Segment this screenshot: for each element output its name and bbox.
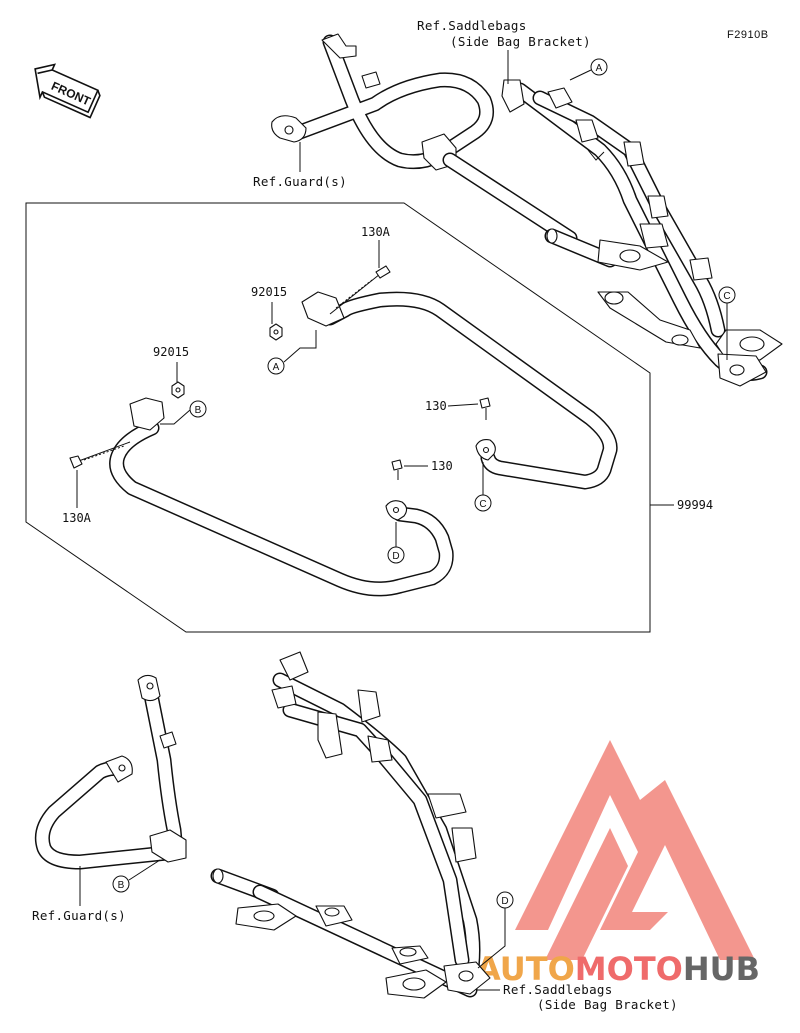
bottom-callout-d: D — [477, 891, 514, 969]
kit-bracket-a — [301, 291, 345, 327]
logo-text-moto: MOTO — [575, 950, 683, 988]
kit-callout-a: A — [267, 330, 317, 375]
bottom-guard-assembly — [34, 651, 491, 999]
top-callout-a: A — [569, 58, 608, 81]
label-130-right: 130 — [425, 399, 447, 413]
kit-bracket-b — [129, 397, 165, 431]
label-130a-top: 130A — [361, 225, 391, 239]
svg-text:A: A — [273, 362, 280, 373]
bottom-ref-side-bag-bracket-label: (Side Bag Bracket) — [537, 997, 678, 1012]
bottom-callout-b: B — [112, 859, 161, 893]
svg-text:C: C — [723, 291, 730, 302]
bolt-130a-top-icon — [329, 265, 391, 315]
svg-text:C: C — [479, 499, 486, 510]
bolt-130a-left-icon — [69, 441, 131, 469]
top-callout-c: C — [718, 286, 736, 360]
automotohub-logo: AUTOMOTOHUB — [476, 740, 760, 988]
top-guard-assembly — [271, 33, 783, 387]
label-130a-left: 130A — [62, 511, 92, 525]
figure-code: F2910B — [727, 29, 769, 41]
front-direction-icon: FRONT — [34, 63, 101, 119]
svg-text:D: D — [392, 551, 399, 562]
kit-callout-b: B — [160, 400, 207, 425]
bottom-ref-guards-label: Ref.Guard(s) — [32, 908, 126, 923]
label-130-mid: 130 — [431, 459, 453, 473]
top-ref-saddlebags-label: Ref.Saddlebags — [417, 18, 527, 33]
svg-text:A: A — [596, 63, 603, 74]
label-92015-left: 92015 — [153, 345, 189, 359]
logo-triangle-outline — [545, 828, 628, 960]
kit-callout-c: C — [474, 462, 492, 512]
top-ref-side-bag-bracket-label: (Side Bag Bracket) — [450, 34, 591, 49]
nut-92015-top-icon — [269, 323, 283, 341]
svg-text:B: B — [118, 880, 125, 891]
logo-triangle-mark — [515, 740, 755, 960]
bottom-ref-saddlebags-label: Ref.Saddlebags — [503, 982, 613, 997]
logo-text-hub: HUB — [683, 950, 760, 988]
bolt-130-mid-icon — [391, 459, 403, 480]
part-number-99994: 99994 — [677, 498, 713, 512]
svg-text:D: D — [501, 896, 508, 907]
kit-guard-bar — [109, 291, 618, 597]
top-ref-guards-label: Ref.Guard(s) — [253, 174, 347, 189]
kit-boundary — [25, 202, 651, 633]
label-92015-top: 92015 — [251, 285, 287, 299]
nut-92015-left-icon — [171, 381, 185, 399]
bolt-130-right-icon — [479, 397, 491, 420]
svg-text:B: B — [195, 405, 202, 416]
kit-callout-d: D — [387, 522, 405, 564]
